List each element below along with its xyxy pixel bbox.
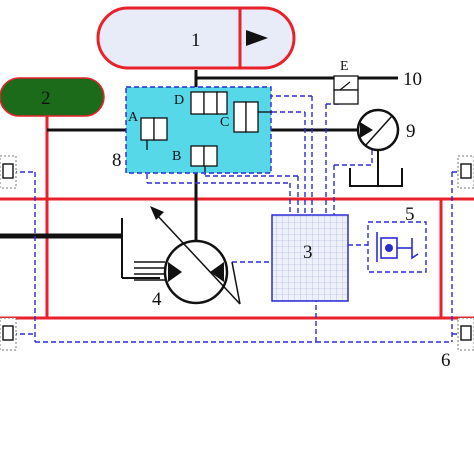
wheel-speed-sensor-icon [457, 317, 474, 351]
sensor-5: 5 [348, 204, 427, 273]
label-6: 6 [441, 350, 451, 371]
pedal-sensor-icon [367, 221, 427, 273]
accumulator-1: 1 [96, 6, 296, 70]
label-D: D [174, 93, 184, 108]
wheel-speed-sensor-icon [457, 155, 474, 189]
wheel-speed-sensor-icon [0, 317, 17, 351]
valve-B-icon [190, 145, 218, 172]
clutch-bracket [121, 218, 160, 279]
low-pressure-accumulator-icon [0, 77, 105, 117]
label-5: 5 [405, 204, 415, 225]
label-10: 10 [403, 69, 422, 90]
vehicle-frame [0, 110, 474, 320]
wheel-speed-sensor-icon [0, 155, 17, 189]
label-9: 9 [406, 121, 416, 142]
label-C: C [220, 115, 229, 130]
valve-E: E 10 [333, 59, 422, 105]
high-pressure-accumulator-icon [96, 6, 296, 70]
variable-pump-motor-icon [163, 239, 229, 305]
accumulator-piston-arrow [246, 30, 268, 46]
valve-C-icon [233, 101, 272, 133]
label-4: 4 [152, 289, 162, 310]
label-3: 3 [303, 242, 313, 263]
pump-motor-4: 4 [134, 206, 241, 310]
label-8: 8 [112, 150, 122, 171]
controller-3: 3 [271, 214, 349, 302]
valve-E-icon [333, 75, 359, 105]
signal-lines [12, 92, 464, 343]
label-B: B [172, 149, 181, 164]
valve-block-8: A D C B 8 [112, 86, 272, 174]
tank-icon [349, 168, 403, 187]
valve-A-icon [140, 117, 168, 150]
label-1: 1 [191, 30, 201, 51]
wheel-sensors-6: 6 [0, 155, 474, 371]
accumulator-2: 2 [0, 77, 105, 117]
label-A: A [128, 110, 139, 125]
motor-9: 9 [349, 108, 416, 187]
controller-box [271, 214, 349, 302]
label-E: E [340, 59, 349, 74]
valve-D-icon [190, 91, 228, 115]
label-2: 2 [41, 88, 51, 109]
